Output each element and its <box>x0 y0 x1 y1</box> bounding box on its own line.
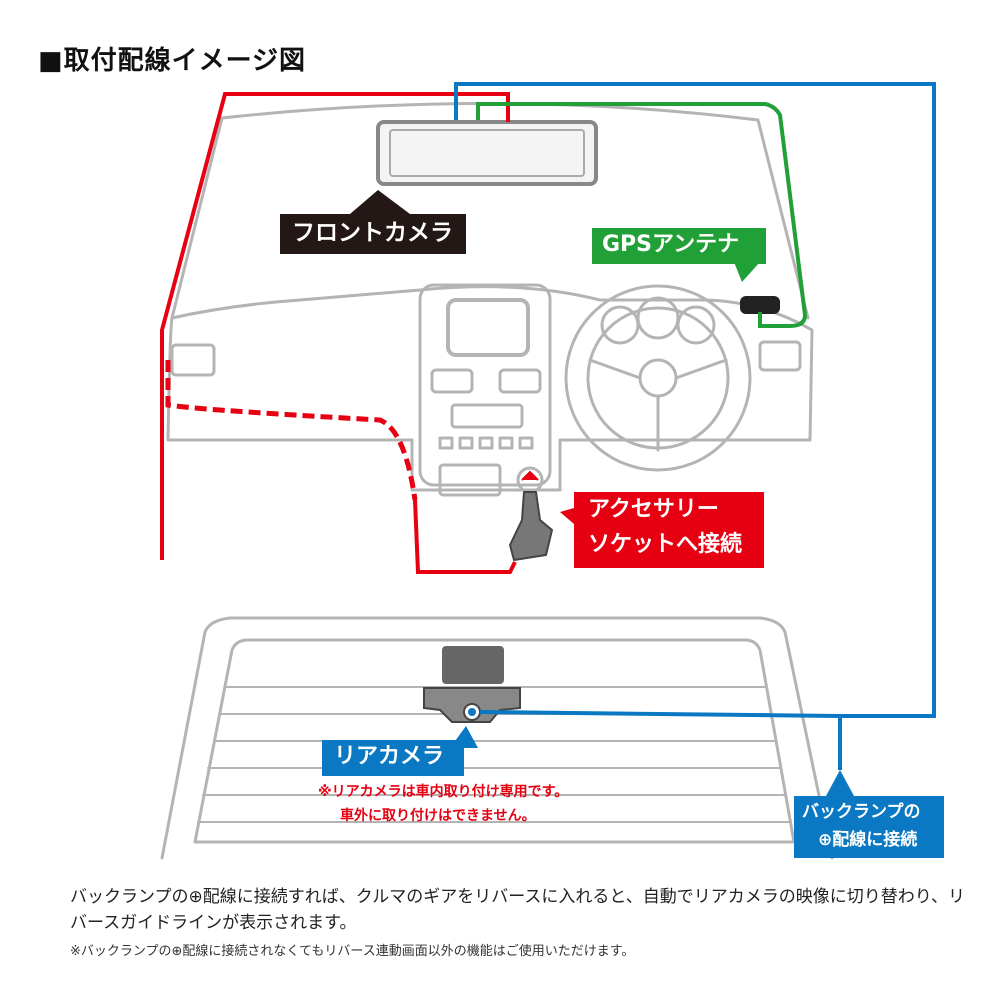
rear-window-inner <box>193 638 796 844</box>
rear-window-outer <box>160 616 834 860</box>
accessory-label-line2: ソケットへ接続 <box>588 532 743 557</box>
red-wire-lower <box>413 499 517 574</box>
blue-wire <box>454 82 936 770</box>
cigar-plug <box>509 491 553 561</box>
gps-antenna-unit <box>740 296 780 314</box>
rear-camera-label: リアカメラ <box>334 744 445 769</box>
green-wire <box>476 102 808 328</box>
gps-label-bg <box>592 228 766 264</box>
back-lamp-label-line2: ⊕配線に接続 <box>818 830 918 850</box>
back-lamp-label-line1: バックランプの <box>802 802 921 822</box>
description-note: ※バックランプの⊕配線に接続されなくてもリバース連動画面以外の機能はご使用いただ… <box>70 944 635 959</box>
rear-camera-note-line2: 車外に取り付けはできません。 <box>340 808 536 824</box>
steering-wheel <box>564 284 752 472</box>
socket-arrow-icon <box>521 470 539 481</box>
center-console <box>418 283 552 487</box>
right-vent <box>758 340 802 372</box>
description-text: バックランプの⊕配線に接続すれば、クルマのギアをリバースに入れると、自動でリアカ… <box>70 887 966 934</box>
left-vent <box>170 343 216 377</box>
rear-camera-label-bg <box>322 740 464 776</box>
accessory-pointer <box>560 508 574 524</box>
page-title: ■取付配線イメージ図 <box>38 46 307 76</box>
accessory-label-line1: アクセサリー <box>588 497 719 522</box>
gps-antenna-label: GPSアンテナ <box>602 232 740 257</box>
front-camera-label: フロントカメラ <box>292 220 453 246</box>
red-wire-dashed <box>165 360 418 501</box>
front-camera-label-bg <box>280 214 466 254</box>
nav-screen <box>446 298 530 357</box>
rearview-mirror <box>376 120 598 186</box>
accessory-label-bg <box>574 492 764 568</box>
front-camera-pointer <box>350 190 410 214</box>
gps-pointer <box>734 262 760 282</box>
back-lamp-pointer <box>826 770 854 796</box>
rear-camera-note-line1: ※リアカメラは車内取り付け専用です。 <box>318 784 569 800</box>
blue-wire-camera <box>479 710 841 718</box>
dashboard-outline <box>166 285 814 492</box>
back-lamp-label-bg <box>794 796 944 858</box>
